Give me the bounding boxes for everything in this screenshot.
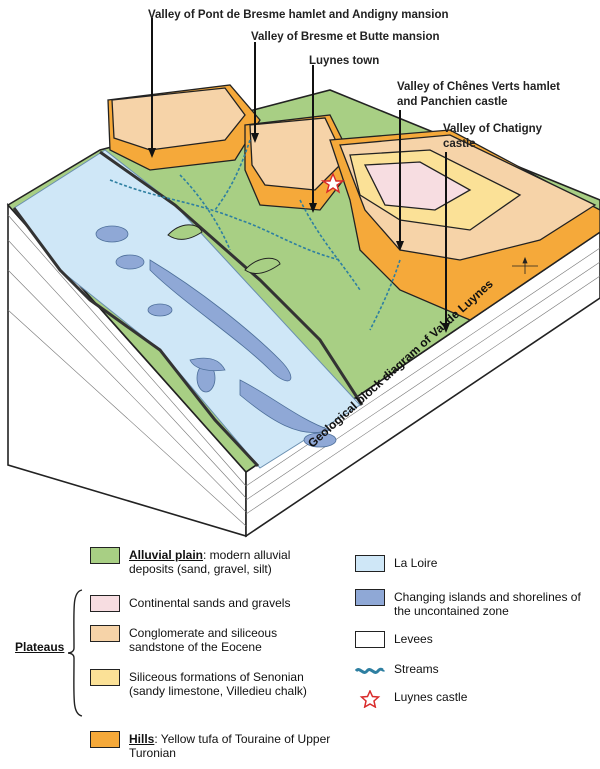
compass-icon: [512, 256, 538, 274]
stream: [369, 259, 401, 331]
hill-top: [249, 117, 346, 191]
legend-alluvial-plain: Alluvial plain: modern alluvial deposits…: [90, 547, 335, 576]
stream: [109, 179, 341, 261]
pond: [244, 257, 281, 274]
label-valley-bresme: Valley of Bresme et Butte mansion: [251, 31, 440, 43]
label-valley-chatigny-1: Valley of Chatigny: [443, 123, 543, 135]
island: [239, 379, 332, 434]
swatch: [90, 595, 120, 612]
island: [147, 303, 173, 317]
label-luynes-town: Luynes town: [309, 55, 380, 67]
legend-levees: Levees: [355, 631, 595, 648]
star-icon: [359, 690, 381, 708]
plateaus-brace: [67, 589, 83, 717]
swatch: [355, 589, 385, 606]
label-valley-pont-de-bresme: Valley of Pont de Bresme hamlet and Andi…: [148, 9, 449, 21]
legend: Alluvial plain: modern alluvial deposits…: [0, 540, 600, 769]
stream-icon: [355, 667, 385, 674]
legend-senonian: Siliceous formations of Senonian (sandy …: [90, 669, 330, 698]
plateaus-label: Plateaus: [15, 640, 65, 654]
label-valley-chatigny-2: castle: [443, 138, 476, 150]
legend-luynes-castle: Luynes castle: [355, 690, 595, 708]
legend-streams: Streams: [355, 662, 595, 678]
legend-conglomerate: Conglomerate and siliceous sandstone of …: [90, 625, 335, 654]
stream: [214, 139, 251, 211]
swatch: [90, 547, 120, 564]
swatch: [90, 625, 120, 642]
island: [149, 259, 292, 382]
pond: [167, 224, 203, 240]
swatch: [90, 669, 120, 686]
stream: [179, 174, 231, 251]
legend-la-loire: La Loire: [355, 555, 595, 572]
label-valley-chenes-verts-2: and Panchien castle: [397, 96, 508, 108]
luynes-castle-star: [320, 172, 346, 194]
levee-right: [99, 150, 364, 406]
legend-changing-islands: Changing islands and shorelines of the u…: [355, 589, 595, 618]
island: [303, 432, 337, 448]
swatch: [355, 631, 385, 648]
legend-hills: Hills: Yellow tufa of Touraine of Upper …: [90, 731, 335, 760]
geological-block-diagram: [6, 18, 600, 538]
swatch: [355, 555, 385, 572]
label-valley-chenes-verts-1: Valley of Chênes Verts hamlet: [397, 81, 560, 93]
levee-left: [12, 207, 260, 468]
legend-continental-sands: Continental sands and gravels: [90, 595, 335, 612]
island: [189, 357, 226, 372]
continental-sands-patch: [363, 161, 472, 211]
swatch: [90, 731, 120, 748]
island: [115, 254, 145, 270]
island: [95, 225, 129, 243]
stream: [299, 199, 361, 291]
hill-top: [111, 87, 246, 151]
